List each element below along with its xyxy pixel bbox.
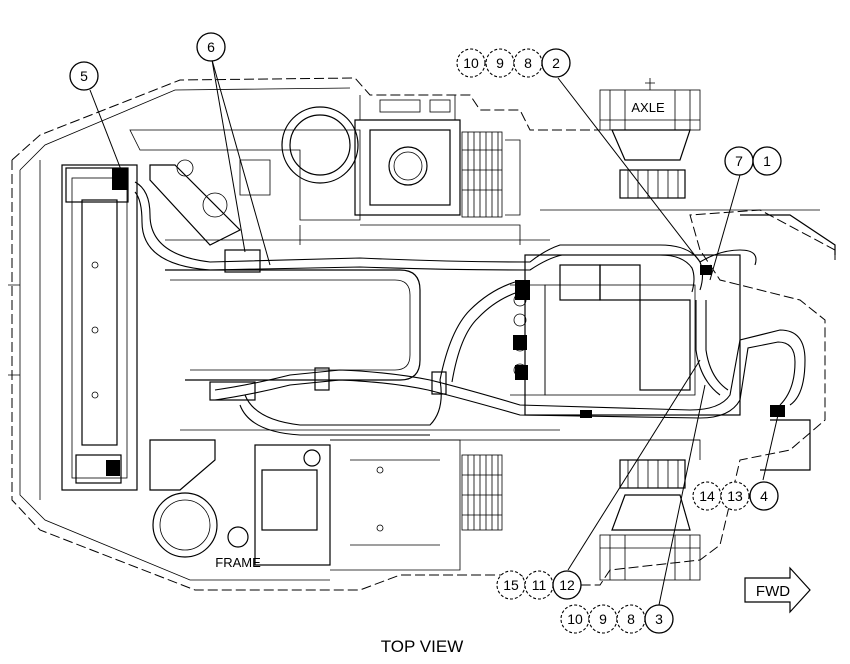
axle-label: AXLE: [631, 100, 665, 115]
radiator-assembly: [61, 164, 138, 491]
callout-5: 5: [69, 61, 99, 91]
svg-text:6: 6: [207, 39, 215, 55]
svg-text:1: 1: [763, 153, 771, 169]
callout-8-bottom: 8: [616, 604, 646, 634]
lower-grille: [461, 454, 503, 531]
view-title: TOP VIEW: [381, 637, 464, 656]
callout-7: 7: [724, 146, 754, 176]
svg-text:10: 10: [463, 55, 479, 71]
svg-text:3: 3: [655, 611, 663, 627]
svg-text:11: 11: [532, 577, 547, 593]
svg-text:4: 4: [760, 488, 768, 504]
hose-routing: [134, 181, 806, 436]
svg-text:15: 15: [503, 577, 519, 593]
callout-1: 1: [752, 146, 782, 176]
svg-text:13: 13: [727, 488, 743, 504]
front-body-outline: [520, 214, 836, 471]
callout-2: 2: [541, 48, 571, 78]
center-frame-rails: [165, 209, 820, 441]
callout-3: 3: [644, 604, 674, 634]
upper-frame-structure: [129, 95, 521, 246]
svg-text:2: 2: [552, 55, 560, 71]
callout-8-top: 8: [513, 48, 543, 78]
callout-11: 11: [524, 570, 554, 600]
svg-text:10: 10: [567, 611, 583, 627]
svg-text:7: 7: [735, 153, 743, 169]
callout-6: 6: [196, 32, 226, 62]
svg-text:9: 9: [599, 611, 607, 627]
upper-axle: [599, 78, 701, 199]
forward-direction-arrow: FWD: [744, 566, 811, 614]
svg-text:14: 14: [699, 488, 715, 504]
callout-12: 12: [552, 570, 582, 600]
callout-9-top: 9: [485, 48, 515, 78]
callout-4: 4: [749, 481, 779, 511]
callout-9-bottom: 9: [588, 604, 618, 634]
svg-text:8: 8: [524, 55, 532, 71]
machine-outline: [8, 77, 836, 591]
callouts: 5 6 10 9 8 2 7 1: [69, 32, 782, 634]
callout-leaders: [89, 59, 779, 606]
callout-10-bottom: 10: [560, 604, 590, 634]
svg-text:9: 9: [496, 55, 504, 71]
callout-15: 15: [496, 570, 526, 600]
svg-text:12: 12: [559, 577, 575, 593]
callout-13: 13: [720, 481, 750, 511]
fwd-label: FWD: [756, 583, 790, 600]
callout-14: 14: [692, 481, 722, 511]
frame-label: FRAME: [215, 555, 261, 570]
svg-text:5: 5: [80, 68, 88, 84]
svg-text:8: 8: [627, 611, 635, 627]
lower-frame-structure: [149, 439, 461, 571]
upper-grille: [461, 131, 521, 218]
callout-10-top: 10: [456, 48, 486, 78]
